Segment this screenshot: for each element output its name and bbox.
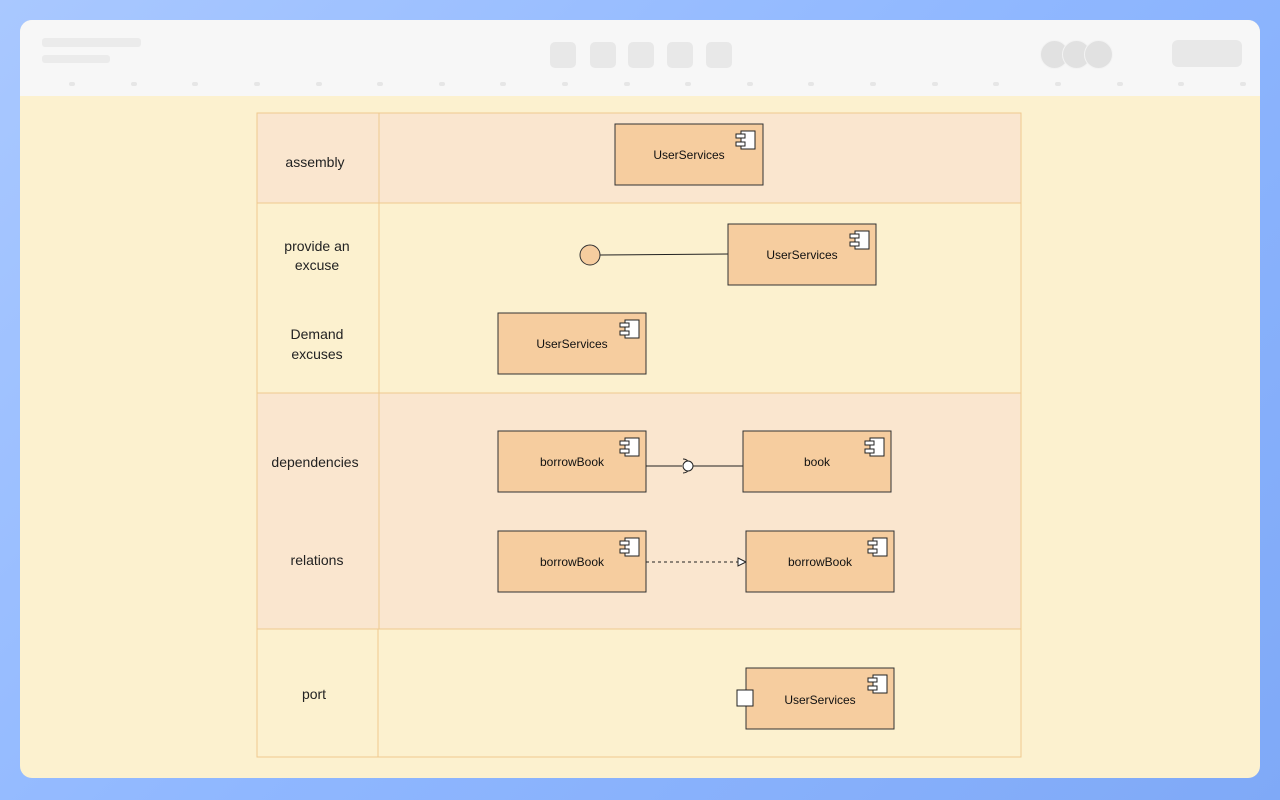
row-label-provide: provide an bbox=[284, 238, 349, 254]
svg-text:UserServices: UserServices bbox=[766, 248, 837, 262]
component-rel-target[interactable]: borrowBook bbox=[745, 530, 895, 593]
ruler-mark bbox=[870, 82, 876, 86]
ruler-mark bbox=[1178, 82, 1184, 86]
band-dependencies bbox=[257, 393, 1021, 629]
svg-text:UserServices: UserServices bbox=[784, 693, 855, 707]
provided-interface-lollipop[interactable] bbox=[579, 244, 601, 266]
row-label-port: port bbox=[302, 686, 326, 702]
tool-button[interactable] bbox=[590, 42, 616, 68]
row-label-demand: excuses bbox=[291, 346, 342, 362]
ruler-mark bbox=[377, 82, 383, 86]
ruler-mark bbox=[1117, 82, 1123, 86]
ruler-mark bbox=[192, 82, 198, 86]
ruler-mark bbox=[131, 82, 137, 86]
svg-text:borrowBook: borrowBook bbox=[540, 455, 605, 469]
row-label-assembly: assembly bbox=[285, 154, 344, 170]
tool-button[interactable] bbox=[706, 42, 732, 68]
ball-interface[interactable] bbox=[682, 460, 694, 472]
component-assembly[interactable]: UserServices bbox=[614, 123, 764, 186]
component-rel-source[interactable]: borrowBook bbox=[497, 530, 647, 593]
ruler-mark bbox=[685, 82, 691, 86]
tool-button[interactable] bbox=[550, 42, 576, 68]
svg-text:UserServices: UserServices bbox=[536, 337, 607, 351]
row-label-provide: excuse bbox=[295, 257, 340, 273]
ruler-mark bbox=[316, 82, 322, 86]
row-label-relations: relations bbox=[291, 552, 344, 568]
ruler-mark bbox=[808, 82, 814, 86]
subtitle-placeholder bbox=[42, 55, 110, 63]
share-button[interactable] bbox=[1172, 40, 1242, 67]
interface-link bbox=[599, 253, 729, 256]
port-square[interactable] bbox=[736, 689, 754, 707]
ruler-mark bbox=[624, 82, 630, 86]
toolbar bbox=[20, 20, 1260, 96]
row-label-dependencies: dependencies bbox=[271, 454, 358, 470]
ruler-mark bbox=[439, 82, 445, 86]
avatar[interactable] bbox=[1084, 40, 1113, 69]
band-port bbox=[257, 629, 1021, 757]
ruler-mark bbox=[562, 82, 568, 86]
svg-text:borrowBook: borrowBook bbox=[788, 555, 853, 569]
ruler-mark bbox=[932, 82, 938, 86]
row-label-demand: Demand bbox=[291, 326, 344, 342]
tool-button[interactable] bbox=[628, 42, 654, 68]
table-border bbox=[256, 112, 1022, 758]
svg-text:book: book bbox=[804, 455, 831, 469]
component-required[interactable]: UserServices bbox=[497, 312, 647, 375]
ruler-mark bbox=[1055, 82, 1061, 86]
diagram-canvas: assembly provide an excuse Demand excuse… bbox=[20, 96, 1260, 778]
ruler-mark bbox=[69, 82, 75, 86]
ruler-mark bbox=[500, 82, 506, 86]
title-placeholder bbox=[42, 38, 141, 47]
component-dep-target[interactable]: book bbox=[742, 430, 892, 493]
component-dep-source[interactable]: borrowBook bbox=[497, 430, 647, 493]
svg-text:borrowBook: borrowBook bbox=[540, 555, 605, 569]
component-provided[interactable]: UserServices bbox=[727, 223, 877, 286]
component-port[interactable]: UserServices bbox=[745, 667, 895, 730]
arrow-head bbox=[737, 557, 748, 567]
app-window: assembly provide an excuse Demand excuse… bbox=[20, 20, 1260, 778]
uml-component-diagram: assembly provide an excuse Demand excuse… bbox=[256, 112, 1022, 758]
tool-button[interactable] bbox=[667, 42, 693, 68]
ruler-mark bbox=[993, 82, 999, 86]
svg-text:UserServices: UserServices bbox=[653, 148, 724, 162]
ruler-mark bbox=[1240, 82, 1246, 86]
ruler-mark bbox=[747, 82, 753, 86]
ruler-mark bbox=[254, 82, 260, 86]
